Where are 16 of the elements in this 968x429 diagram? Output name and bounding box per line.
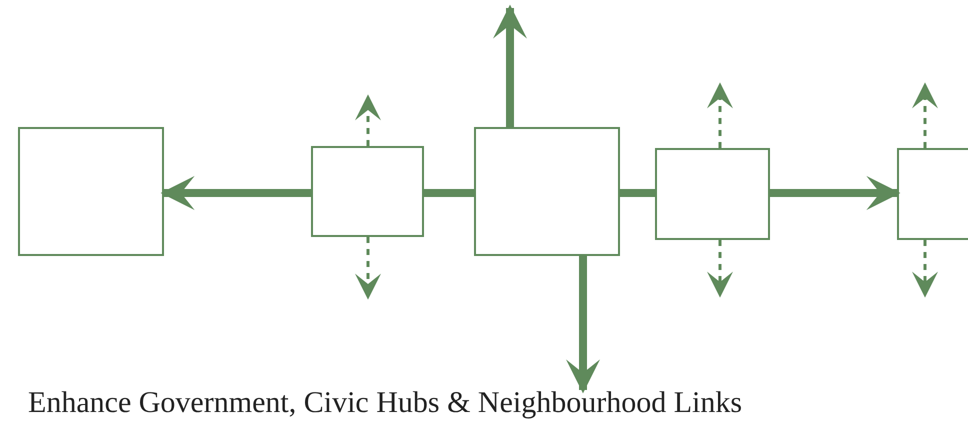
arrow <box>355 237 381 300</box>
arrow <box>912 240 938 298</box>
empty-box <box>897 148 968 240</box>
arrow <box>770 176 900 210</box>
arrow <box>707 240 733 298</box>
arrow <box>355 94 381 146</box>
arrow <box>160 176 311 210</box>
arrow <box>912 82 938 148</box>
arrow <box>493 4 527 127</box>
empty-box <box>474 127 620 256</box>
empty-box <box>655 148 770 240</box>
empty-box <box>18 127 164 256</box>
arrow <box>707 82 733 148</box>
caption: Enhance Government, Civic Hubs & Neighbourhood Links <box>28 386 742 420</box>
arrow <box>566 256 600 394</box>
empty-box <box>311 146 424 237</box>
